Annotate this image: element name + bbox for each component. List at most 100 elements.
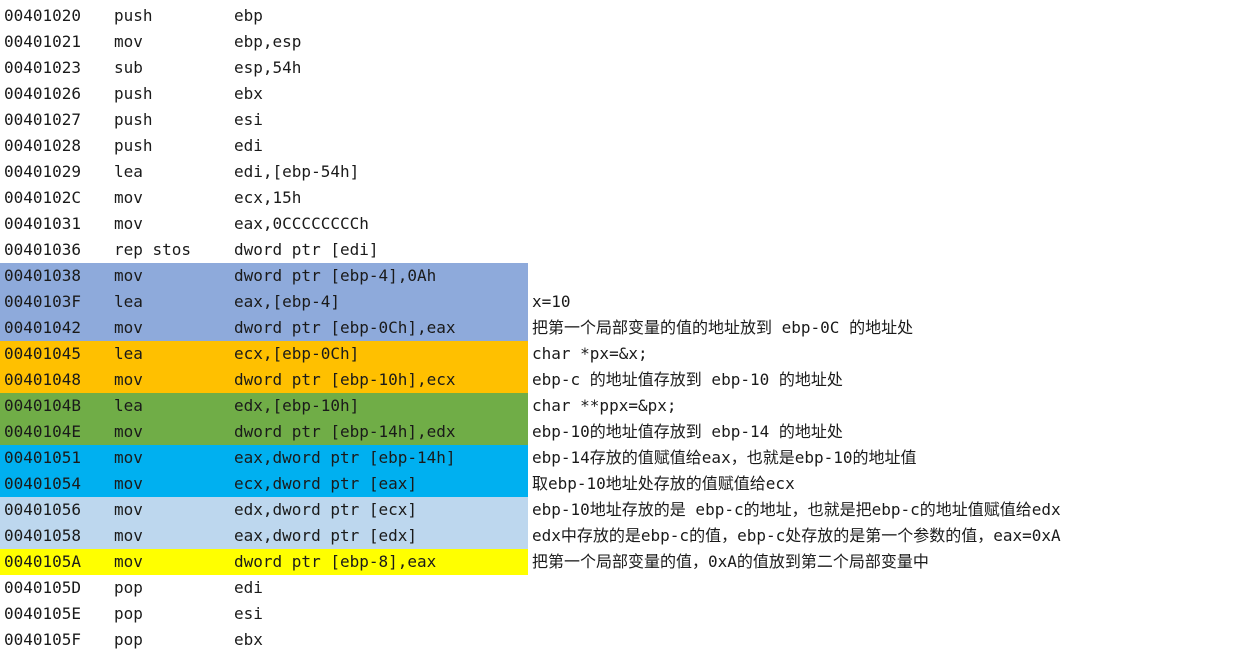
mnemonic: mov <box>114 370 143 389</box>
operands: edx,dword ptr [ecx] <box>234 500 418 519</box>
address: 0040104B <box>4 396 82 415</box>
mnemonic: lea <box>114 162 143 181</box>
operands: eax,0CCCCCCCCh <box>234 214 369 233</box>
row-highlight <box>0 263 528 289</box>
listing-row[interactable]: 00401023 sub esp,54h <box>0 55 1233 81</box>
address: 0040105A <box>4 552 82 571</box>
address: 00401021 <box>4 32 82 51</box>
listing-row[interactable]: 00401058 mov eax,dword ptr [edx] edx中存放的… <box>0 523 1233 549</box>
listing-row[interactable]: 0040105A mov dword ptr [ebp-8],eax 把第一个局… <box>0 549 1233 575</box>
mnemonic: mov <box>114 500 143 519</box>
operands: ecx,15h <box>234 188 302 207</box>
operands: ebx <box>234 84 263 103</box>
operands: edi <box>234 136 263 155</box>
mnemonic: pop <box>114 578 143 597</box>
address: 0040105D <box>4 578 82 597</box>
listing-row[interactable]: 00401051 mov eax,dword ptr [ebp-14h] ebp… <box>0 445 1233 471</box>
mnemonic: mov <box>114 422 143 441</box>
mnemonic: lea <box>114 292 143 311</box>
listing-row[interactable]: 00401038 mov dword ptr [ebp-4],0Ah <box>0 263 1233 289</box>
address: 00401054 <box>4 474 82 493</box>
listing-row[interactable]: 00401029 lea edi,[ebp-54h] <box>0 159 1233 185</box>
listing-row[interactable]: 00401021 mov ebp,esp <box>0 29 1233 55</box>
operands: dword ptr [ebp-10h],ecx <box>234 370 456 389</box>
listing-row[interactable]: 0040105E pop esi <box>0 601 1233 627</box>
listing-row[interactable]: 0040103F lea eax,[ebp-4] x=10 <box>0 289 1233 315</box>
address: 0040105F <box>4 630 82 649</box>
listing-row[interactable]: 00401027 push esi <box>0 107 1233 133</box>
row-highlight <box>0 523 528 549</box>
operands: edx,[ebp-10h] <box>234 396 360 415</box>
comment: 取ebp-10地址处存放的值赋值给ecx <box>532 474 795 493</box>
mnemonic: push <box>114 84 153 103</box>
mnemonic: mov <box>114 188 143 207</box>
comment: ebp-10地址存放的是 ebp-c的地址，也就是把ebp-c的地址值赋值给ed… <box>532 500 1061 519</box>
listing-row[interactable]: 00401042 mov dword ptr [ebp-0Ch],eax 把第一… <box>0 315 1233 341</box>
address: 0040102C <box>4 188 82 207</box>
address: 0040103F <box>4 292 82 311</box>
listing-row[interactable]: 00401054 mov ecx,dword ptr [eax] 取ebp-10… <box>0 471 1233 497</box>
mnemonic: mov <box>114 474 143 493</box>
mnemonic: mov <box>114 266 143 285</box>
operands: esp,54h <box>234 58 302 77</box>
address: 00401051 <box>4 448 82 467</box>
listing-row[interactable]: 00401028 push edi <box>0 133 1233 159</box>
comment: 把第一个局部变量的值，0xA的值放到第二个局部变量中 <box>532 552 929 571</box>
operands: eax,dword ptr [ebp-14h] <box>234 448 456 467</box>
listing-row[interactable]: 00401020 push ebp <box>0 3 1233 29</box>
mnemonic: push <box>114 110 153 129</box>
operands: eax,[ebp-4] <box>234 292 340 311</box>
listing-row[interactable]: 00401026 push ebx <box>0 81 1233 107</box>
mnemonic: lea <box>114 344 143 363</box>
listing-row[interactable]: 00401036 rep stos dword ptr [edi] <box>0 237 1233 263</box>
row-highlight <box>0 419 528 445</box>
operands: edi <box>234 578 263 597</box>
row-highlight <box>0 471 528 497</box>
operands: dword ptr [edi] <box>234 240 379 259</box>
operands: edi,[ebp-54h] <box>234 162 360 181</box>
row-highlight <box>0 549 528 575</box>
address: 00401056 <box>4 500 82 519</box>
mnemonic: mov <box>114 448 143 467</box>
operands: esi <box>234 604 263 623</box>
comment: char **ppx=&px; <box>532 396 677 415</box>
mnemonic: mov <box>114 552 143 571</box>
address: 0040105E <box>4 604 82 623</box>
address: 00401058 <box>4 526 82 545</box>
listing-row[interactable]: 0040105D pop edi <box>0 575 1233 601</box>
address: 00401036 <box>4 240 82 259</box>
mnemonic: mov <box>114 32 143 51</box>
comment: ebp-c 的地址值存放到 ebp-10 的地址处 <box>532 370 843 389</box>
address: 00401045 <box>4 344 82 363</box>
row-highlight <box>0 289 528 315</box>
comment: x=10 <box>532 292 571 311</box>
address: 00401028 <box>4 136 82 155</box>
address: 00401026 <box>4 84 82 103</box>
mnemonic: pop <box>114 630 143 649</box>
listing-row[interactable]: 0040104B lea edx,[ebp-10h] char **ppx=&p… <box>0 393 1233 419</box>
row-highlight <box>0 393 528 419</box>
operands: dword ptr [ebp-8],eax <box>234 552 437 571</box>
operands: eax,dword ptr [edx] <box>234 526 418 545</box>
address: 00401029 <box>4 162 82 181</box>
comment: ebp-14存放的值赋值给eax，也就是ebp-10的地址值 <box>532 448 917 467</box>
listing-row[interactable]: 00401031 mov eax,0CCCCCCCCh <box>0 211 1233 237</box>
address: 00401038 <box>4 266 82 285</box>
listing-row[interactable]: 0040104E mov dword ptr [ebp-14h],edx ebp… <box>0 419 1233 445</box>
mnemonic: mov <box>114 214 143 233</box>
mnemonic: rep stos <box>114 240 192 259</box>
comment: edx中存放的是ebp-c的值，ebp-c处存放的是第一个参数的值，eax=0x… <box>532 526 1061 545</box>
disassembly-listing: 00401020 push ebp 00401021 mov ebp,esp 0… <box>0 3 1233 653</box>
address: 0040104E <box>4 422 82 441</box>
operands: ebx <box>234 630 263 649</box>
listing-row[interactable]: 0040102C mov ecx,15h <box>0 185 1233 211</box>
address: 00401020 <box>4 6 82 25</box>
listing-row[interactable]: 00401048 mov dword ptr [ebp-10h],ecx ebp… <box>0 367 1233 393</box>
mnemonic: sub <box>114 58 143 77</box>
listing-row[interactable]: 00401056 mov edx,dword ptr [ecx] ebp-10地… <box>0 497 1233 523</box>
listing-row[interactable]: 0040105F pop ebx <box>0 627 1233 653</box>
listing-row[interactable]: 00401045 lea ecx,[ebp-0Ch] char *px=&x; <box>0 341 1233 367</box>
row-highlight <box>0 445 528 471</box>
mnemonic: mov <box>114 526 143 545</box>
mnemonic: mov <box>114 318 143 337</box>
